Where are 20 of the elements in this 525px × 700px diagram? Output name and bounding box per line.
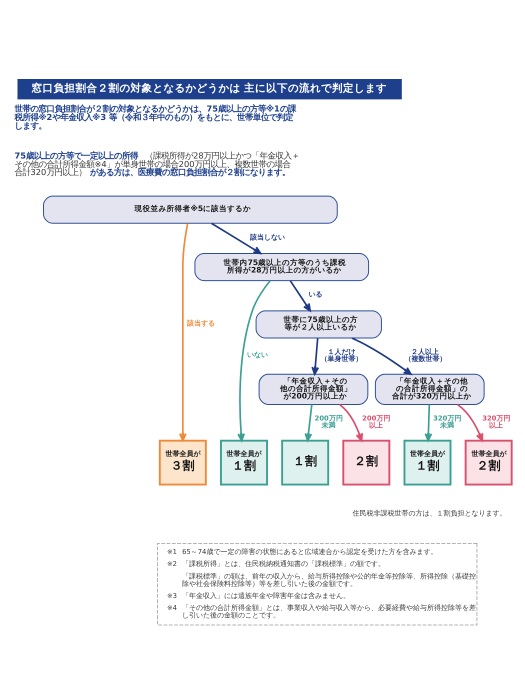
diagram-title: 窓口負担割合２割の対象となるかどうかは 主に以下の流れで判定します — [31, 82, 388, 94]
arrow — [178, 222, 188, 441]
node-box: 世帯内75歳以上の方等のうち課税所得が28万円以上の方がいるか — [194, 252, 370, 281]
arrow — [290, 280, 312, 312]
node-box: 「年金収入＋その他の合計所得金額」が200万円以上か — [258, 373, 368, 404]
node-box: ２割 — [342, 439, 390, 485]
label: 75歳以上の方等で一定以上の所得（課税所得が28万円以上かつ「年金収入＋その他の合計所得金額※4」が単身世帯の場合200万円以上、複数世帯の場合合計320万円以上）がある方は、医療費の窓口負担割合が２割になります。 — [14, 150, 300, 177]
arrow — [311, 338, 320, 374]
arrow — [424, 404, 432, 441]
arrow — [237, 280, 271, 442]
node-box: 世帯に75歳以上の方等が２人以上いるか — [256, 310, 382, 338]
node-box: 現役並み所得者※5に該当するか — [43, 195, 338, 224]
node-box: １割 — [281, 439, 330, 485]
arrow — [304, 404, 313, 441]
arrow — [457, 403, 484, 441]
label: 世帯の窓口負担割合が２割の対象となるかどうかは、75歳以上の方等※1の課税所得※2や年金収入※3 等（令和３年中のもの）をもとに、世帯単位で判定します。 — [14, 103, 296, 130]
arrow — [211, 222, 262, 254]
arrow — [352, 336, 412, 375]
arrow — [339, 403, 364, 442]
node-box: 「年金収入＋その他の合計所得金額」の合計が320万円以上か — [374, 373, 485, 404]
